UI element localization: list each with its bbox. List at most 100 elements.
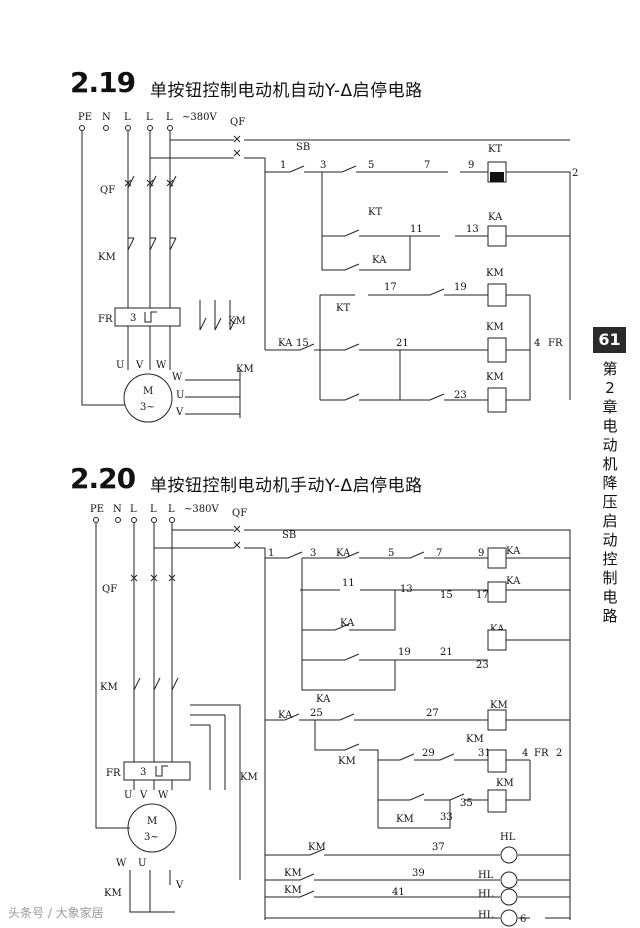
label-kt-coil: KT	[488, 144, 502, 155]
motor-220	[127, 803, 177, 853]
label-l1-220: L	[130, 504, 137, 515]
label-km1-coil-220: KM	[490, 700, 508, 711]
label-fr-contact: FR	[548, 338, 563, 349]
label-voltage-220: ~380V	[184, 504, 219, 515]
label-pe-220: PE	[90, 504, 104, 515]
label-v1-220: V	[139, 790, 148, 801]
fr-box-value-220: 3	[140, 767, 146, 778]
node-220-37: 37	[432, 842, 445, 853]
label-km1-contact-220: KM	[338, 756, 356, 767]
node-220-15: 15	[440, 590, 453, 601]
node-220-31: 31	[478, 748, 491, 759]
label-u1: U	[116, 360, 124, 371]
node-220-41: 41	[392, 887, 405, 898]
node-219-7: 7	[424, 160, 430, 171]
label-u1-220: U	[124, 790, 132, 801]
node-220-23: 23	[476, 660, 489, 671]
node-219-1: 1	[280, 160, 286, 171]
node-219-17: 17	[384, 282, 397, 293]
label-ka-contact: KA	[372, 255, 387, 266]
node-219-3: 3	[320, 160, 326, 171]
label-km2-main-220: KM	[104, 888, 122, 899]
section-number-219: 2.19	[70, 66, 136, 99]
label-km3-contact-220: KM	[396, 814, 414, 825]
node-220-5: 5	[388, 548, 394, 559]
label-w1-220: W	[158, 790, 169, 801]
label-w1: W	[156, 360, 167, 371]
label-hl2: HL	[478, 870, 494, 881]
label-n: N	[102, 112, 111, 123]
chapter-side-label: 第2章 电动机降压启动控制电路	[602, 360, 618, 625]
label-fr-contact-220: FR	[534, 748, 549, 759]
label-w2-220: W	[116, 858, 127, 869]
node-220-17: 17	[476, 590, 489, 601]
label-qf2-220: QF	[232, 508, 247, 519]
label-km2-main: KM	[236, 364, 254, 375]
section-number-220: 2.20	[70, 462, 136, 495]
motor-label-219: M	[143, 386, 153, 397]
node-220-39: 39	[412, 868, 425, 879]
watermark: 头条号 / 大象家居	[8, 906, 104, 920]
lamp-hl3	[500, 888, 518, 906]
page-number-tab: 61	[593, 327, 626, 353]
node-219-4: 4	[534, 338, 540, 349]
label-l3: L	[166, 112, 173, 123]
lamp-hl2	[500, 871, 518, 889]
node-219-2: 2	[572, 168, 578, 179]
node-220-11: 11	[342, 578, 355, 589]
label-km3-main: KM	[228, 316, 246, 327]
section-title-219: 单按钮控制电动机自动Y-Δ启停电路	[150, 81, 423, 101]
label-v2: V	[175, 407, 184, 418]
node-220-21: 21	[440, 647, 453, 658]
node-219-13: 13	[466, 224, 479, 235]
node-219-11: 11	[410, 224, 423, 235]
label-l1: L	[124, 112, 131, 123]
node-220-25: 25	[310, 708, 323, 719]
label-qf1-220: QF	[102, 584, 117, 595]
node-220-29: 29	[422, 748, 435, 759]
node-219-21: 21	[396, 338, 409, 349]
label-pe: PE	[78, 112, 92, 123]
label-ka3-contact: KA	[316, 694, 331, 705]
fr-box-value: 3	[130, 313, 136, 324]
node-220-6: 6	[520, 914, 526, 925]
node-220-13: 13	[400, 584, 413, 595]
label-qf1: QF	[100, 185, 115, 196]
label-ka-coil: KA	[488, 212, 503, 223]
label-l2: L	[146, 112, 153, 123]
label-ka1-coil: KA	[506, 546, 521, 557]
node-220-4: 4	[522, 748, 528, 759]
label-fr-220: FR	[106, 768, 121, 779]
label-km1-lamp: KM	[308, 842, 326, 853]
node-219-15: 15	[296, 338, 309, 349]
node-219-9: 9	[468, 160, 474, 171]
label-km2-coil: KM	[486, 268, 504, 279]
motor-phase-220: 3~	[144, 832, 159, 843]
section-title-220: 单按钮控制电动机手动Y-Δ启停电路	[150, 476, 423, 496]
label-km2-lamp: KM	[284, 868, 302, 879]
label-fr: FR	[98, 314, 113, 325]
label-u2-220: U	[138, 858, 146, 869]
node-220-33: 33	[440, 812, 453, 823]
motor-219	[123, 373, 173, 423]
label-km3-coil: KM	[486, 372, 504, 383]
label-km1-coil: KM	[486, 322, 504, 333]
label-qf2: QF	[230, 117, 245, 128]
label-hl4: HL	[478, 910, 494, 921]
motor-phase-219: 3~	[140, 402, 155, 413]
motor-label-220: M	[147, 816, 157, 827]
label-w2: W	[172, 372, 183, 383]
node-220-7: 7	[436, 548, 442, 559]
label-l2-220: L	[150, 504, 157, 515]
label-km3-coil-220: KM	[496, 778, 514, 789]
label-sb-220: SB	[282, 530, 296, 541]
label-ka1-a: KA	[336, 548, 351, 559]
label-km3-main-220: KM	[240, 772, 258, 783]
node-220-1: 1	[268, 548, 274, 559]
node-220-27: 27	[426, 708, 439, 719]
label-kt-contact: KT	[368, 207, 382, 218]
label-voltage: ~380V	[182, 112, 217, 123]
label-kt-nc: KT	[336, 303, 350, 314]
label-km1-main-220: KM	[100, 682, 118, 693]
